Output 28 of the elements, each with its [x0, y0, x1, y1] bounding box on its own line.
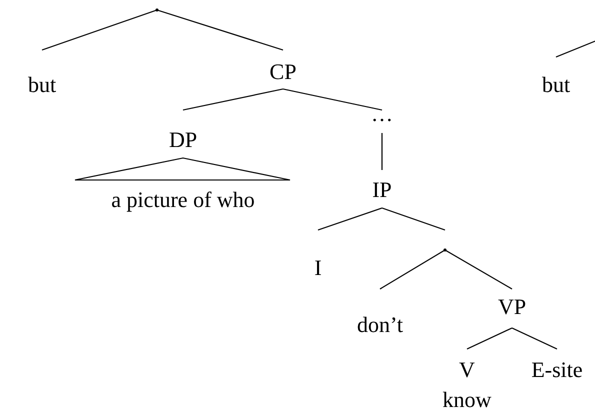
- tree-label: I: [314, 255, 322, 281]
- branch-line: [282, 88, 382, 111]
- tree-label: but: [28, 72, 56, 98]
- tree-label: IP: [372, 177, 392, 203]
- tree-label: E-site: [531, 357, 583, 383]
- branch-point: [156, 8, 158, 12]
- branch-line: [182, 88, 284, 111]
- tree-label: DP: [168, 127, 198, 153]
- tree-label: VP: [498, 294, 526, 320]
- triangle-branch: [74, 157, 291, 181]
- branch-line: [512, 328, 558, 350]
- branch-line: [156, 9, 284, 51]
- tree-label: don’t: [356, 312, 404, 338]
- branch-line: [318, 207, 382, 231]
- branch-line: [380, 250, 446, 290]
- tree-label: CP: [270, 59, 296, 85]
- tree-label: V: [459, 357, 475, 383]
- branch-line: [444, 250, 512, 290]
- tree-label: but: [542, 72, 570, 98]
- tree-label: know: [442, 387, 492, 413]
- tree-label: a picture of who: [111, 187, 255, 213]
- tree-label: …: [371, 101, 393, 127]
- branch-line: [381, 133, 383, 170]
- branch-line: [382, 207, 446, 231]
- branch-line: [42, 9, 158, 51]
- branch-line: [556, 40, 595, 58]
- branch-line: [466, 328, 512, 350]
- branch-point: [444, 248, 446, 252]
